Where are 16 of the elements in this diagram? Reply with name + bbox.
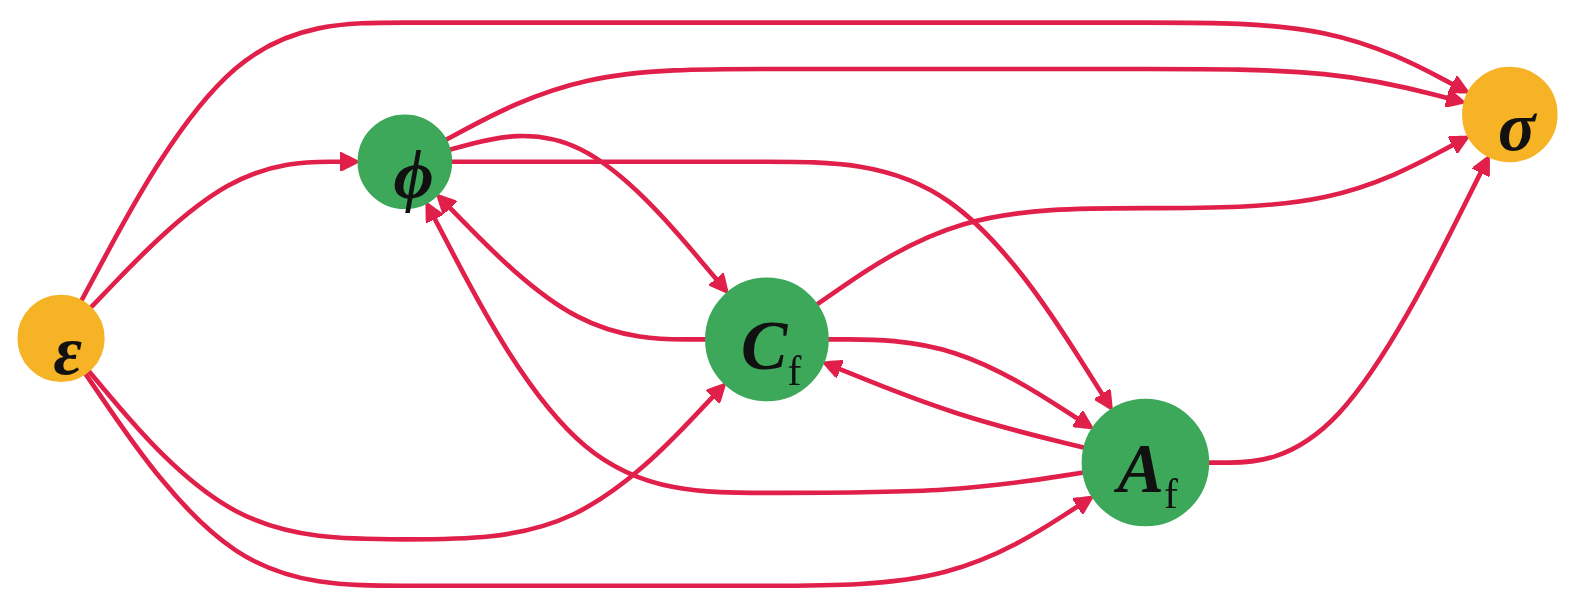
node-circle: σ xyxy=(1462,66,1558,162)
arrow xyxy=(86,369,727,542)
arrow xyxy=(1208,155,1490,465)
arrow xyxy=(451,159,1113,411)
arrow xyxy=(425,201,1084,496)
node-circle: C$_{f}$ xyxy=(705,277,829,402)
arrow xyxy=(822,359,1086,450)
arrow xyxy=(83,372,1094,588)
arrow xyxy=(827,336,1094,430)
node-circle: ε xyxy=(17,294,105,382)
arrow xyxy=(436,193,707,342)
arrow xyxy=(815,135,1470,307)
arrow xyxy=(444,66,1466,142)
arrow xyxy=(79,20,1470,302)
node-circle: A$_{f}$ xyxy=(1081,398,1210,527)
arrow xyxy=(448,133,729,294)
